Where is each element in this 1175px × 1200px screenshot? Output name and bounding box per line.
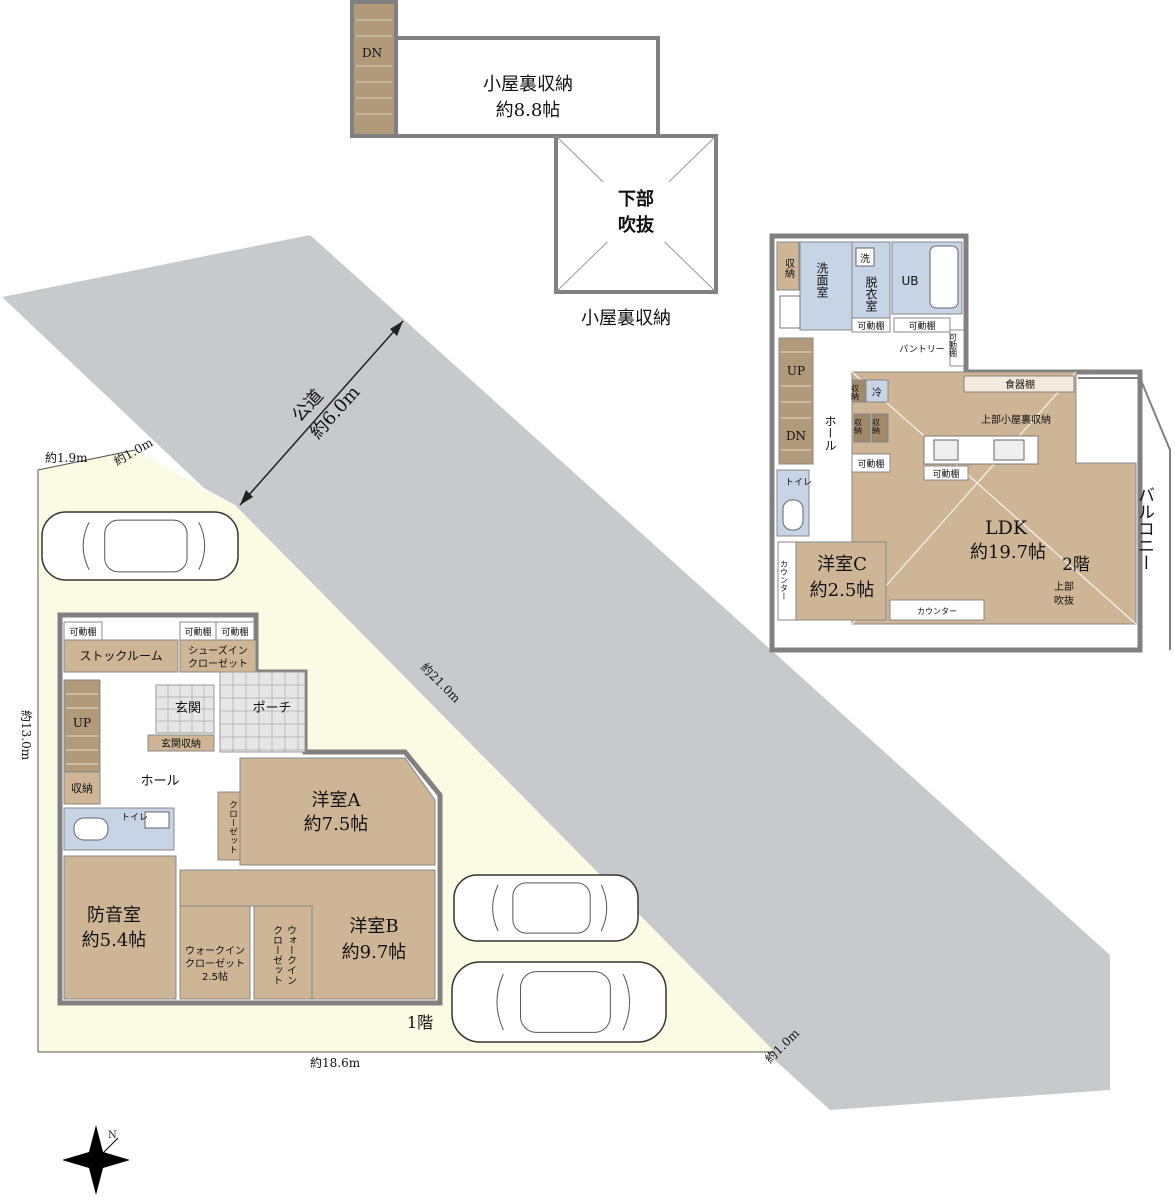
attic-stair-label: DN [362, 46, 382, 60]
floor2-plan: 収納 洗面室 洗 脱衣室 UB 可動棚 可動棚 可動棚 パントリー UP DN … [769, 233, 1171, 653]
f1-room-b-area: 約9.7帖 [342, 942, 407, 963]
compass-north: N [108, 1130, 117, 1141]
public-road [2, 235, 1110, 1110]
f1-storage: 収納 [71, 782, 93, 795]
f2-ldk-area: 約19.7帖 [970, 542, 1046, 563]
f2-label: 2階 [1062, 555, 1090, 575]
attic-plan: DN 小屋裏収納 約8.8帖 下部 吹抜 小屋裏収納 [350, 0, 718, 329]
f1-label: 1階 [407, 1013, 433, 1032]
f2-shelf-1: 可動棚 [857, 320, 884, 332]
f2-ldk-name: LDK [985, 517, 1028, 539]
attic-caption: 小屋裏収納 [581, 308, 671, 329]
f2-balcony: バルコニー [1134, 486, 1154, 571]
attic-void-line1: 下部 [618, 188, 654, 210]
f1-soundproof-name: 防音室 [87, 905, 141, 926]
f2-void-line1: 上部 [1054, 580, 1074, 593]
f1-soundproof-area: 約5.4帖 [82, 930, 147, 951]
f1-room-a-name: 洋室A [312, 790, 362, 811]
dim-bottom: 約18.6m [310, 1055, 361, 1070]
f1-wic2-line1: ウォークイン [285, 925, 297, 985]
car-icon [453, 874, 639, 942]
f2-void-line2: 吹抜 [1054, 594, 1074, 607]
f1-stair-up: UP [73, 716, 91, 730]
f2-storage-4: 収納 [872, 417, 881, 435]
car-icon [451, 961, 667, 1043]
f1-wic2-line2: クローゼット [271, 925, 283, 985]
f1-shoes-closet-2: クローゼット [188, 658, 248, 670]
car-icon [41, 511, 239, 581]
f2-stair-up: UP [787, 364, 805, 378]
attic-void-line2: 吹抜 [618, 214, 655, 236]
f1-wic1-line1: ウォークイン [185, 945, 245, 957]
f2-toilet: トイレ [785, 478, 812, 488]
f2-attic-above: 上部小屋裏収納 [981, 413, 1051, 426]
dim-top-left: 約1.9m [45, 450, 88, 465]
f1-room-a-area: 約7.5帖 [304, 814, 369, 835]
f1-wic1-area: 2.5帖 [202, 970, 228, 983]
f2-storage-1: 収納 [783, 258, 795, 279]
f2-counter-1: カウンター [780, 560, 789, 600]
f2-wash-icon: 洗 [860, 253, 870, 265]
f1-shelf-3: 可動棚 [221, 626, 248, 638]
f2-washroom: 洗面室 [815, 262, 829, 298]
f1-shelf-1: 可動棚 [69, 626, 96, 638]
f2-dressing: 脱衣室 [864, 275, 878, 312]
f2-counter-2: カウンター [917, 607, 957, 616]
f2-room-c-area: 約2.5帖 [810, 580, 875, 601]
road-width-arrow [239, 320, 404, 506]
compass-icon: N [62, 1125, 130, 1195]
f2-shelf-4: 可動棚 [857, 458, 884, 470]
f2-dish-shelf: 食器棚 [1005, 378, 1035, 391]
f2-hall: ホール [823, 415, 837, 451]
attic-storage-name: 小屋裏収納 [483, 74, 573, 95]
f2-pantry: パントリー [899, 344, 944, 355]
f1-wic1-line2: クローゼット [185, 958, 245, 970]
attic-storage-area: 約8.8帖 [496, 100, 561, 121]
f1-porch: ポーチ [252, 701, 291, 716]
f2-shelf-2: 可動棚 [908, 320, 935, 332]
f1-toilet: トイレ [121, 813, 148, 823]
f1-room-b-name: 洋室B [349, 916, 398, 937]
f1-shoes-closet-1: シューズイン [188, 644, 248, 657]
f1-entrance: 玄関 [175, 701, 201, 716]
f2-shelf-5: 可動棚 [932, 468, 959, 480]
f2-room-c-name: 洋室C [817, 554, 867, 575]
f1-entrance-storage: 玄関収納 [161, 737, 201, 750]
floor1-plan: 可動棚 可動棚 可動棚 ストックルーム シューズイン クローゼット UP 玄関 … [57, 612, 443, 1032]
f2-shelf-3: 可動棚 [949, 333, 958, 358]
dim-left: 約13.0m [19, 710, 34, 761]
f2-bath: UB [901, 274, 918, 288]
f2-storage-3: 収納 [854, 417, 863, 435]
f2-fridge: 冷 [872, 386, 882, 399]
f1-shelf-2: 可動棚 [184, 626, 211, 638]
f2-stair-dn: DN [786, 429, 806, 443]
f1-closet: クローゼット [227, 800, 238, 854]
f2-storage-2: 収納 [851, 383, 860, 401]
f1-stock-room: ストックルーム [79, 649, 162, 663]
f1-hall: ホール [140, 774, 179, 789]
